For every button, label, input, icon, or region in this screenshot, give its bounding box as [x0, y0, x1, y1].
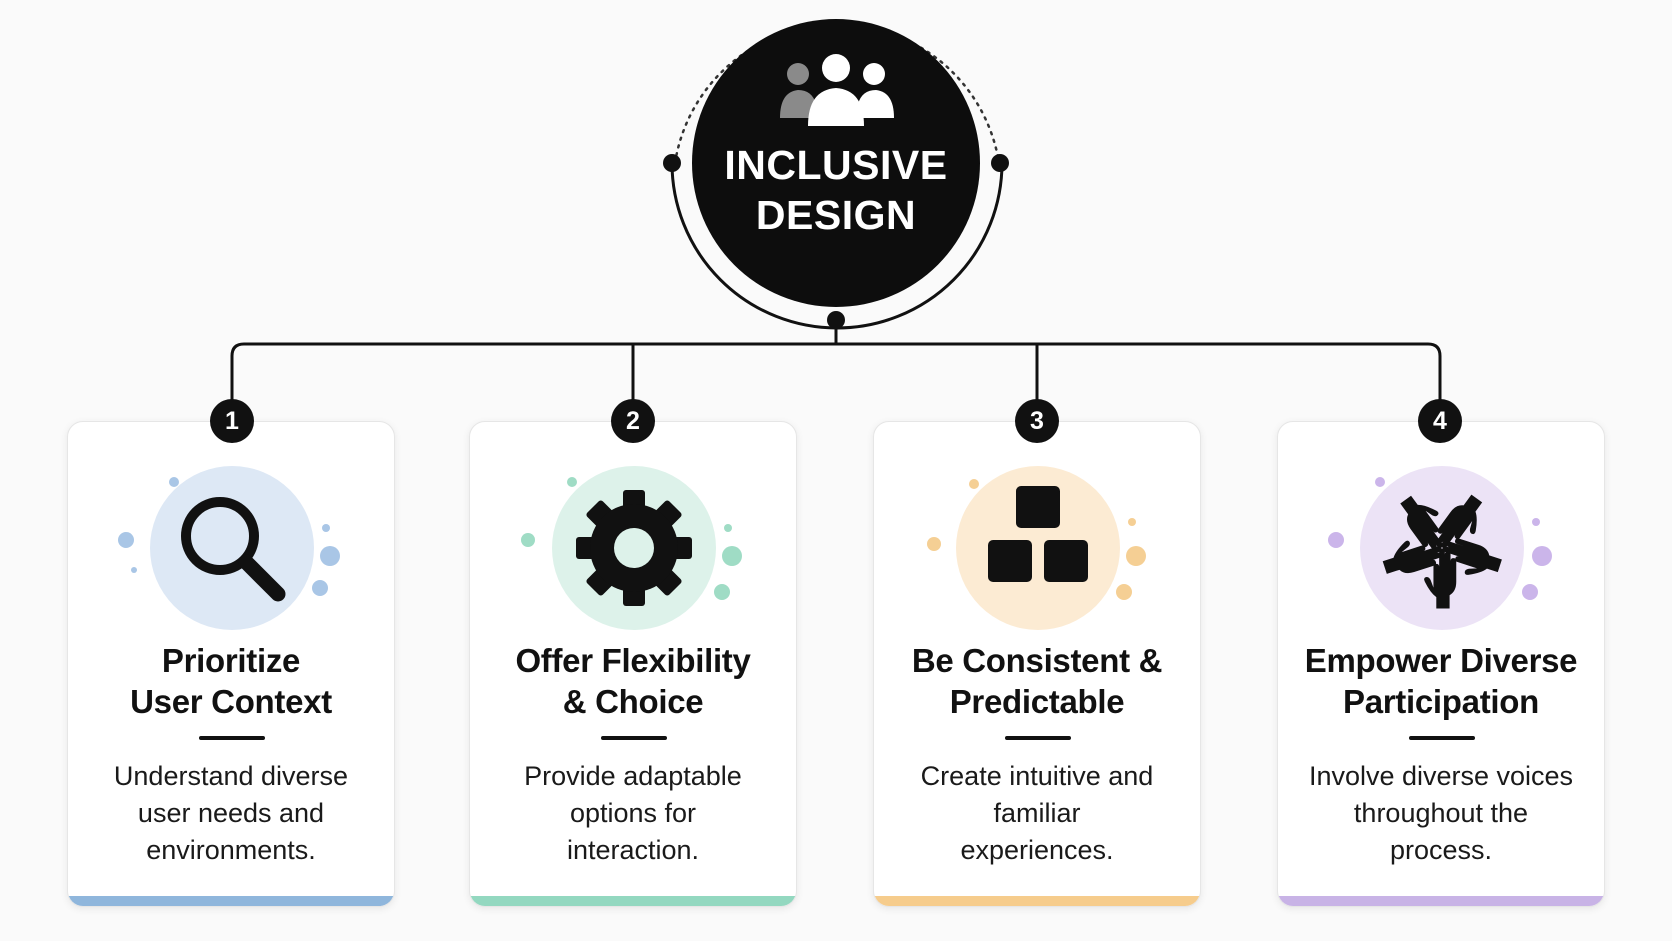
- title-divider: [601, 736, 667, 740]
- card-desc-line3: interaction.: [566, 835, 700, 865]
- card-desc-line1: Create intuitive and: [920, 761, 1154, 791]
- hands-together-icon: [1328, 466, 1552, 630]
- card-desc-line3: experiences.: [960, 835, 1114, 865]
- title-divider: [1409, 736, 1475, 740]
- card-description: Provide adaptable options for interactio…: [490, 758, 776, 869]
- step-badge-1: 1: [210, 399, 254, 443]
- card-accent-strip: [874, 896, 1200, 906]
- principle-card-flexibility: Offer Flexibility & Choice Provide adapt…: [469, 421, 797, 907]
- card-desc-line1: Provide adaptable: [524, 761, 742, 791]
- card-description: Create intuitive and familiar experience…: [894, 758, 1180, 869]
- hub-circle: [692, 19, 980, 307]
- card-title-line1: Empower Diverse: [1304, 642, 1578, 679]
- hub-title: INCLUSIVE DESIGN: [680, 140, 992, 240]
- branch-bus: [230, 342, 1442, 420]
- card-desc-line1: Involve diverse voices: [1308, 761, 1574, 791]
- card-desc-line2: throughout the: [1353, 798, 1529, 828]
- card-title-line2: & Choice: [562, 683, 704, 720]
- card-title: Empower Diverse Participation: [1278, 640, 1604, 722]
- card-title: Offer Flexibility & Choice: [470, 640, 796, 722]
- card-desc-line3: process.: [1389, 835, 1493, 865]
- blocks-icon: [927, 466, 1146, 630]
- card-description: Understand diverse user needs and enviro…: [88, 758, 374, 869]
- card-description: Involve diverse voices throughout the pr…: [1298, 758, 1584, 869]
- card-title-line2: User Context: [130, 683, 332, 720]
- title-divider: [1005, 736, 1071, 740]
- card-title-line2: Participation: [1343, 683, 1539, 720]
- card-desc-line2: user needs and: [137, 798, 325, 828]
- principle-card-prioritize: Prioritize User Context Understand diver…: [67, 421, 395, 907]
- hub-left-dot: [663, 154, 681, 172]
- step-badge-2: 2: [611, 399, 655, 443]
- hub-title-line2: DESIGN: [755, 192, 917, 238]
- card-title-line1: Be Consistent &: [911, 642, 1163, 679]
- principle-card-participation: Empower Diverse Participation Involve di…: [1277, 421, 1605, 907]
- card-desc-line2: options for: [569, 798, 697, 828]
- card-title: Prioritize User Context: [68, 640, 394, 722]
- card-desc-line1: Understand diverse: [113, 761, 349, 791]
- gear-icon: [521, 466, 742, 630]
- people-group-icon: [780, 54, 894, 126]
- title-divider: [199, 736, 265, 740]
- hub-title-line1: INCLUSIVE: [724, 142, 948, 188]
- magnifying-glass-icon: [118, 466, 340, 630]
- step-badge-4: 4: [1418, 399, 1462, 443]
- card-title-line1: Prioritize: [161, 642, 301, 679]
- hub-right-dot: [991, 154, 1009, 172]
- card-accent-strip: [68, 896, 394, 906]
- card-desc-line2: familiar: [993, 798, 1081, 828]
- card-title-line1: Offer Flexibility: [515, 642, 751, 679]
- card-accent-strip: [470, 896, 796, 906]
- card-accent-strip: [1278, 896, 1604, 906]
- step-badge-3: 3: [1015, 399, 1059, 443]
- card-desc-line3: environments.: [146, 835, 316, 865]
- card-title: Be Consistent & Predictable: [874, 640, 1200, 722]
- card-title-line2: Predictable: [949, 683, 1125, 720]
- principle-card-consistent: Be Consistent & Predictable Create intui…: [873, 421, 1201, 907]
